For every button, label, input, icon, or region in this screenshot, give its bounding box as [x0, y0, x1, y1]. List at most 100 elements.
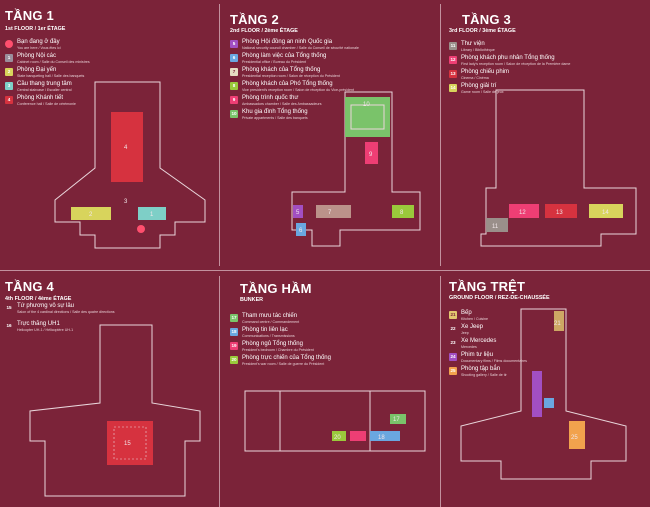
legend-desc: Cinema / Cinéma: [461, 76, 489, 80]
plan-label: 13: [556, 210, 563, 216]
legend-desc: Shooting gallery / Salle de tir: [461, 373, 507, 377]
legend-badge: 10: [230, 110, 238, 118]
room-6: [296, 223, 306, 236]
legend-name: Phòng Đại yến: [17, 67, 57, 73]
room-7: [316, 205, 351, 218]
floor-1-plan: 4 3 2 1: [54, 81, 206, 249]
legend-badge: 13: [449, 70, 457, 78]
divider: [440, 4, 441, 266]
legend-name: Phòng Khánh tiết: [17, 95, 64, 101]
room-13: [545, 204, 577, 218]
legend-desc: Kitchen / Cuisine: [461, 317, 488, 321]
panel-title: TẦNG 4: [5, 279, 54, 294]
plan-label: 25: [571, 435, 578, 441]
room-24: [532, 371, 542, 417]
room-21: [554, 311, 564, 331]
legend-name: Bếp: [461, 310, 472, 316]
legend-badge: 5: [230, 40, 238, 48]
room-11: [486, 218, 508, 232]
legend-name: Phim tư liệu: [461, 352, 494, 358]
legend-name: Phòng khách phu nhân Tổng thống: [461, 55, 555, 61]
legend-desc: Communications / Transmissions: [242, 334, 295, 338]
legend-name: Xe Mercedes: [461, 338, 497, 344]
legend-badge: 18: [230, 328, 238, 336]
legend-badge: 23: [449, 339, 457, 347]
plan-label: 1: [150, 212, 154, 218]
floor-1-panel: TẦNG 1 1st FLOOR / 1er ÉTAGE 4 3 2 1 Bạn…: [0, 0, 219, 270]
legend-badge: 3: [5, 82, 13, 90]
legend-desc: Central staircase / Escalier central: [17, 88, 72, 92]
legend-badge: 4: [5, 96, 13, 104]
plan-label: 14: [602, 210, 609, 216]
legend-badge: 15: [5, 304, 13, 312]
legend-name: Phòng Hội đồng an ninh Quốc gia: [242, 39, 333, 45]
room-25: [569, 421, 585, 449]
room-12: [509, 204, 539, 218]
panel-title: TẦNG TRỆT: [449, 279, 526, 294]
plan-label: 9: [369, 152, 373, 158]
legend-desc: Library / Bibliothèque: [461, 48, 495, 52]
plan-label: 11: [492, 224, 499, 230]
legend-desc: Conference hall / Salle de cérémonie: [17, 102, 76, 106]
panel-title: TẦNG HẦM: [240, 281, 312, 296]
room-9: [365, 142, 378, 164]
plan-label: 17: [393, 417, 400, 423]
legend-badge: 8: [230, 82, 238, 90]
legend-name: Thư viện: [461, 41, 485, 47]
plan-label: 5: [296, 210, 300, 216]
plan-label: 10: [363, 102, 370, 108]
legend-badge: 25: [449, 367, 457, 375]
room-14: [589, 204, 623, 218]
divider: [219, 4, 220, 266]
legend-desc: Presidential reception room / Salon de r…: [242, 74, 340, 78]
legend-desc: Documentary films / Films documentaires: [461, 359, 527, 363]
legend-name: Phòng làm việc của Tổng thống: [242, 53, 327, 59]
legend-name: Xe Jeep: [461, 324, 484, 330]
legend-name: Phòng giải trí: [461, 83, 497, 89]
divider: [219, 276, 220, 507]
plan-label: 3: [124, 199, 128, 205]
floor-2-panel: TẦNG 2 2nd FLOOR / 2ème ÉTAGE 10 9 5 6 7…: [220, 0, 440, 270]
legend-name: Phòng trực chiến của Tổng thống: [242, 355, 331, 361]
bunker-plan: 17 18 20: [244, 390, 426, 452]
room-15: [107, 421, 153, 465]
panel-subtitle: 1st FLOOR / 1er ÉTAGE: [5, 26, 66, 32]
legend-badge: 21: [449, 311, 457, 319]
legend-badge: 17: [230, 314, 238, 322]
legend-name: Bạn đang ở đây: [17, 39, 60, 45]
legend-desc: You are here / Vous êtes ici: [17, 46, 61, 50]
legend-desc: Helicopter UH-1 / Hélicoptère UH-1: [17, 328, 74, 332]
legend-badge: 24: [449, 353, 457, 361]
legend-desc: Mercedes: [461, 345, 477, 349]
panel-title: TẦNG 1: [5, 8, 54, 23]
legend-badge: 12: [449, 56, 457, 64]
panel-title: TẦNG 3: [462, 12, 511, 27]
room-2: [71, 207, 111, 220]
legend-badge: 16: [5, 322, 13, 330]
legend-badge: 20: [230, 356, 238, 364]
legend-badge: 14: [449, 84, 457, 92]
